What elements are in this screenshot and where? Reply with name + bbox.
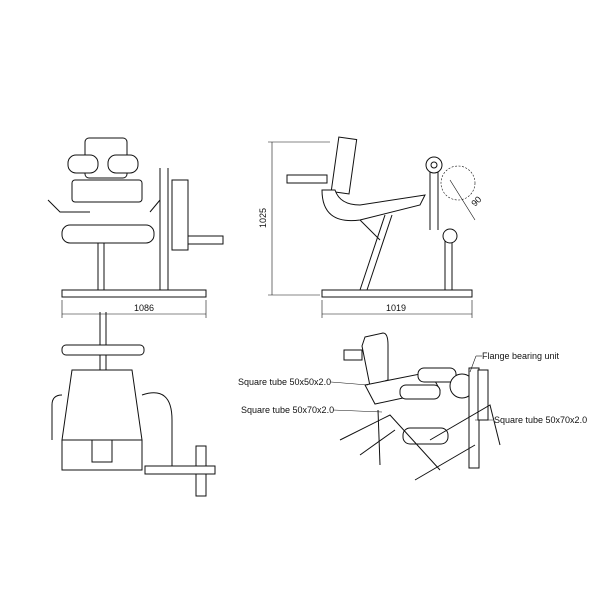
dimension-length-label: 1019 — [386, 303, 406, 313]
dimension-width-label: 1086 — [134, 303, 154, 313]
angle-label: 90 — [469, 194, 483, 208]
dimension-height-label: 1025 — [258, 208, 268, 228]
callout-square-tube-50x70-right: Square tube 50x70x2.0 — [494, 415, 587, 425]
front-view: 1086 — [47, 137, 224, 318]
side-view: 1025 90 1019 — [258, 136, 483, 318]
callout-square-tube-50x50: Square tube 50x50x2.0 — [238, 377, 331, 387]
top-view — [51, 312, 216, 497]
callout-flange-bearing: Flange bearing unit — [482, 351, 560, 361]
callout-square-tube-50x70-left: Square tube 50x70x2.0 — [241, 405, 334, 415]
isometric-view: Flange bearing unit Square tube 50x50x2.… — [238, 332, 587, 481]
